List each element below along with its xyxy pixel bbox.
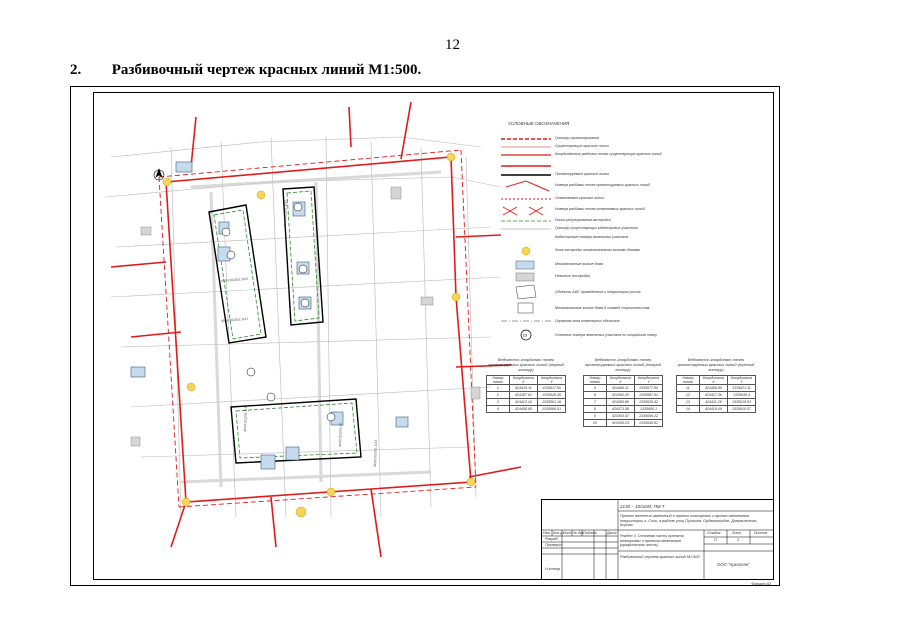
build-contours <box>208 186 362 464</box>
legend-item: Отменяемые красные линии <box>555 196 605 200</box>
legend-item: Многоэтажные жилые дома 5 этажей строите… <box>555 306 650 310</box>
format-note: Формат А3 <box>751 582 771 586</box>
road-band <box>180 170 442 488</box>
title-block-grid <box>542 500 774 580</box>
legend-badge: 23 <box>523 333 528 338</box>
point-markers <box>162 152 476 518</box>
legend-item: Номера разбивки точек отменяемых красных… <box>555 207 645 211</box>
drawing-sheet: 49:09:031501:1102 49:09:031501:1141 49:0… <box>70 86 780 586</box>
page-number: 12 <box>445 37 460 53</box>
cadastral-labels: 49:09:031501:1102 49:09:031501:1141 49:0… <box>221 199 378 467</box>
section-title: Разбивочный чертеж красных линий М1:500. <box>111 62 422 78</box>
design-red-lines <box>158 149 477 508</box>
legend-item: Границы проектирования <box>555 136 599 140</box>
coordinate-table-3: Ведомость координат точек проектируемых … <box>676 357 757 413</box>
svg-text:49:09:031501:1143: 49:09:031501:1143 <box>373 439 378 467</box>
site-plan: 49:09:031501:1102 49:09:031501:1141 49:0… <box>105 101 551 558</box>
coordinate-table-title: Ведомость координат точек проектируемых … <box>488 357 564 372</box>
legend-item: Нежилые постройки <box>555 274 591 278</box>
legend-item: Линии регулирования застройки <box>555 218 611 222</box>
legend-item: Зона застройки многоэтажными жилыми дома… <box>555 248 641 252</box>
organization: ООО "Архиплан" <box>717 562 750 567</box>
project-code: 2130 – 10/аОМ, ПМ Т <box>620 504 665 509</box>
side-stamp-strip <box>71 397 94 580</box>
legend-item: Кадастровые номера земельных участков <box>555 235 629 239</box>
legend-item: Охранная зона инженерных объектов <box>555 319 620 323</box>
existing-red-lines <box>110 101 522 558</box>
legend-item: Номера разбивки точек проектируемых крас… <box>555 183 650 187</box>
legend-item: Границы существующих кадастровых участко… <box>555 226 638 230</box>
svg-text:49:09:031501:1102: 49:09:031501:1102 <box>221 277 249 283</box>
outbuildings <box>130 186 481 447</box>
svg-text:49:09:031501:29: 49:09:031501:29 <box>338 423 343 447</box>
legend-title: УСЛОВНЫЕ ОБОЗНАЧЕНИЯ <box>508 121 570 126</box>
title-block: 2130 – 10/аОМ, ПМ Т Проект внесения изме… <box>541 499 774 580</box>
project-part: Раздел 3. Основная часть проекта планиро… <box>620 534 684 547</box>
legend-item: Проектируемые красные линии <box>555 172 610 176</box>
svg-text:49:09:031501:1141: 49:09:031501:1141 <box>221 317 249 323</box>
coordinate-table-title: Ведомость координат точек проектируемых … <box>585 357 661 372</box>
svg-text:49:09:031501:1167: 49:09:031501:1167 <box>283 199 288 227</box>
regulation-lines <box>213 190 358 459</box>
legend-item: Условные номера земельных участков по от… <box>555 333 658 337</box>
lot-numbers <box>221 202 336 422</box>
legend-symbols: 23 <box>501 138 551 341</box>
legend-item: Объекты АИС приведенные к территории рос… <box>555 290 641 294</box>
north-arrow-icon <box>153 168 165 181</box>
project-description: Проект внесения изменений в проект плани… <box>620 514 758 527</box>
coordinate-table: Номер точки Координата X Координата Y 11… <box>676 375 757 413</box>
legend-item: Многоэтажные жилые дома <box>555 262 604 266</box>
section-heading: 2. Разбивочный чертеж красных линий М1:5… <box>70 62 421 79</box>
coordinate-table-1: Ведомость координат точек проектируемых … <box>486 357 567 413</box>
drawing-frame <box>93 92 774 580</box>
legend-item: Существующие красные линии <box>555 144 609 148</box>
sheet-name: Разбивочный чертеж красных линий М1:500 <box>620 555 700 559</box>
street-grid <box>105 136 502 518</box>
legend-item: Координатные разбивки точек существующих… <box>555 152 662 156</box>
svg-text:49:09:031501:1137: 49:09:031501:1137 <box>243 404 248 432</box>
coordinate-table-title: Ведомость координат точек проектируемых … <box>677 357 755 372</box>
coordinate-table-2: Ведомость координат точек проектируемых … <box>583 357 664 427</box>
section-number: 2. <box>70 62 82 78</box>
